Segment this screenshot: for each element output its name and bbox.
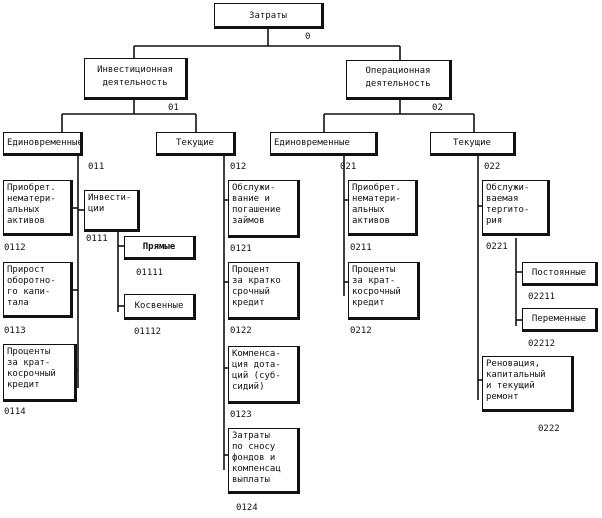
- direct-node-01111: Прямые: [124, 236, 196, 260]
- code-01112: 01112: [134, 327, 162, 337]
- code-0114: 0114: [4, 407, 26, 417]
- code-0221: 0221: [486, 242, 508, 252]
- root-node: Затраты: [214, 3, 324, 29]
- indirect-node-01112: Косвенные: [124, 294, 196, 320]
- investments-node-0111: Инвести- ции: [84, 190, 140, 232]
- loan-servicing-node-0121: Обслужи- вание и погашение займов: [228, 180, 300, 238]
- code-0113: 0113: [4, 326, 26, 336]
- code-0111: 0111: [86, 234, 108, 244]
- code-0211: 0211: [350, 243, 372, 253]
- intangible-assets-node-0112: Приобрет. нематери- альных активов: [3, 180, 73, 236]
- code-02211: 02211: [528, 292, 556, 302]
- operating-current-code: 022: [484, 162, 501, 172]
- investment-one-time-code: 011: [88, 162, 105, 172]
- operating-activity-code: 02: [432, 103, 443, 113]
- investment-one-time-node: Единовременные: [3, 132, 83, 156]
- code-0212: 0212: [350, 326, 372, 336]
- code-02212: 02212: [528, 339, 556, 349]
- operating-one-time-node: Единовременные: [270, 132, 378, 156]
- root-code: 0: [305, 32, 311, 42]
- code-0112: 0112: [4, 243, 26, 253]
- investment-current-code: 012: [230, 162, 247, 172]
- permanent-node-02211: Постоянные: [522, 262, 598, 286]
- short-term-interest-node-0212: Проценты за крат- косрочный кредит: [348, 262, 420, 320]
- renovation-repair-node-0222: Реновация, капитальный и текущий ремонт: [482, 356, 574, 412]
- intangible-assets-node-0211: Приобрет. нематери- альных активов: [348, 180, 418, 236]
- code-0124: 0124: [236, 503, 258, 513]
- operating-current-node: Текущие: [430, 132, 516, 156]
- operating-one-time-code: 021: [340, 162, 357, 172]
- code-0123: 0123: [230, 410, 252, 420]
- code-0121: 0121: [230, 244, 252, 254]
- code-0122: 0122: [230, 326, 252, 336]
- short-term-loan-interest-node-0122: Процент за кратко срочный кредит: [228, 262, 300, 320]
- subsidy-compensation-node-0123: Компенса- ция дота- ций (суб- сидий): [228, 346, 300, 404]
- investment-activity-node: Инвестиционная деятельность: [84, 58, 188, 100]
- investment-activity-code: 01: [168, 103, 179, 113]
- code-01111: 01111: [136, 268, 164, 278]
- short-term-interest-node-0114: Проценты за крат- косрочный кредит: [3, 344, 77, 402]
- investment-current-node: Текущие: [156, 132, 236, 156]
- working-capital-growth-node-0113: Прирост оборотно- го капи- тала: [3, 262, 73, 318]
- serviced-territory-node-0221: Обслужи- ваемая терrито- рия: [482, 180, 550, 236]
- code-0222: 0222: [538, 424, 560, 434]
- variable-node-02212: Переменные: [522, 308, 598, 332]
- operating-activity-node: Операционная деятельность: [346, 60, 452, 100]
- demolition-costs-node-0124: Затраты по сносу фондов и компенсац выпл…: [228, 428, 300, 494]
